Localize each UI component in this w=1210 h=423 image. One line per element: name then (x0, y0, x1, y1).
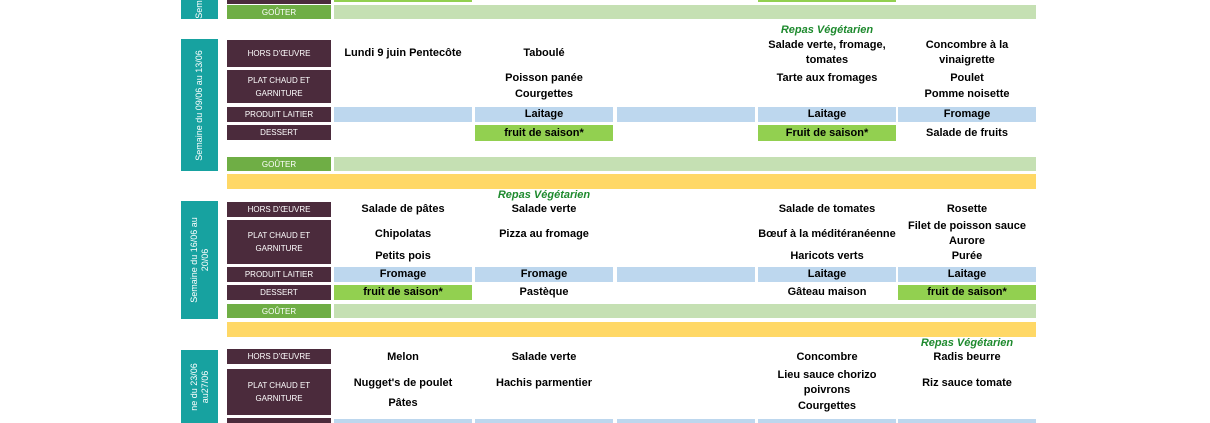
laitier-cell-partial (475, 419, 613, 423)
menu-cell: Courgettes (797, 400, 857, 412)
laitier-cell: Laitage (475, 107, 613, 122)
week-label-line2: au27/06 (199, 370, 210, 403)
vegetarian-marker: Repas Végétarien (497, 189, 591, 201)
gouter-label: GOÛTER (261, 7, 297, 17)
row-label-gouter: GOÛTER (227, 304, 331, 318)
laitier-cell: Laitage (898, 267, 1036, 282)
plat-label-line1: PLAT CHAUD ET (247, 75, 311, 85)
vegetarian-marker: Repas Végétarien (920, 337, 1014, 349)
vegetarian-marker: Repas Végétarien (780, 24, 874, 36)
plat-label-line1: PLAT CHAUD ET (247, 231, 311, 240)
menu-cell: Pâtes (388, 397, 418, 409)
row-label-produit-laitier: PRODUIT LAITIER (227, 267, 331, 282)
laitier-cell-partial (758, 419, 896, 423)
week-label-line2: 20/06 (199, 248, 210, 272)
row-label-produit-laitier: PRODUIT LAITIER (227, 107, 331, 122)
menu-cell: Salade de pâtes (361, 203, 445, 215)
week-label-line1: Semaine du 16/06 au (188, 217, 199, 303)
menu-cell: Rosette (946, 203, 988, 215)
menu-cell: Petits pois (375, 250, 431, 262)
row-label-gouter: GOÛTER (227, 5, 331, 19)
menu-cell: Concombre à la vinaigrette (925, 39, 1009, 66)
menu-cell: Hachis parmentier (496, 377, 592, 389)
week-label-text: Semaine du 09/06 au 13/06 (194, 49, 204, 161)
menu-cell: Radis beurre (933, 351, 1001, 363)
menu-cell: Bœuf à la méditéranéenne (758, 227, 896, 240)
week-label-text: Sem (193, 0, 204, 19)
laitier-cell: Fromage (334, 267, 472, 282)
gouter-band (334, 157, 1036, 171)
gouter-band (334, 5, 1036, 19)
dessert-cell: Gâteau maison (787, 286, 867, 298)
row-label-hors-doeuvre: HORS D'ŒUVRE (227, 40, 331, 67)
menu-cell: Purée (951, 250, 983, 262)
laitier-cell-partial (617, 419, 755, 423)
dessert-cell: fruit de saison* (334, 285, 472, 300)
dessert-cell: Pastèque (519, 286, 569, 298)
week-label: Semaine du 09/06 au 13/06 (181, 39, 218, 171)
plat-label-line2: GARNITURE (255, 394, 303, 403)
menu-cell: Pizza au fromage (499, 228, 589, 240)
menu-cell: Nugget's de poulet (353, 377, 453, 389)
menu-cell: Concombre (796, 351, 858, 363)
row-label-plat-chaud: PLAT CHAUD ET GARNITURE (227, 70, 331, 103)
menu-cell: Filet de poisson sauce Aurore (908, 220, 1026, 247)
plat-label-line2: GARNITURE (255, 244, 303, 253)
dessert-cell: Fruit de saison* (758, 125, 896, 141)
menu-cell: Salade verte (511, 351, 577, 363)
dessert-cell: fruit de saison* (475, 125, 613, 141)
laitier-cell (334, 107, 472, 122)
row-label-dessert: DESSERT (227, 125, 331, 140)
laitier-cell (617, 267, 755, 282)
menu-cell: Salade verte (511, 203, 577, 215)
row-label-plat-chaud: PLAT CHAUD ET GARNITURE (227, 220, 331, 264)
menu-cell: Poulet (950, 72, 984, 84)
menu-cell: Taboulé (523, 46, 565, 59)
partial-cell (758, 0, 896, 2)
laitier-cell: Fromage (898, 107, 1036, 122)
menu-cell: Pomme noisette (924, 88, 1010, 100)
partial-cell (334, 0, 472, 2)
menu-cell: Salade de tomates (778, 203, 876, 215)
row-label-produit-laitier-partial (227, 418, 331, 423)
laitier-cell: Laitage (758, 267, 896, 282)
plat-label-line1: PLAT CHAUD ET (247, 381, 311, 390)
separator-band (227, 174, 1036, 189)
laitier-cell-partial (898, 419, 1036, 423)
laitier-cell: Laitage (758, 107, 896, 122)
menu-cell: Tarte aux fromages (776, 72, 878, 84)
separator-band (227, 322, 1036, 337)
gouter-band (334, 304, 1036, 318)
menu-cell: Chipolatas (374, 228, 432, 240)
plat-label-line2: GARNITURE (255, 88, 303, 98)
laitier-cell-partial (334, 419, 472, 423)
row-label-plat-chaud: PLAT CHAUD ET GARNITURE (227, 369, 331, 415)
menu-cell: Melon (387, 351, 419, 363)
row-label-dessert-partial (227, 0, 331, 4)
week-label-line1: ne du 23/06 (188, 362, 199, 411)
menu-cell: Courgettes (514, 88, 574, 100)
row-label-hors-doeuvre: HORS D'ŒUVRE (227, 202, 331, 217)
dessert-cell: Salade de fruits (926, 126, 1008, 139)
menu-cell: Haricots verts (790, 250, 864, 262)
row-label-dessert: DESSERT (227, 285, 331, 300)
menu-cell: Lundi 9 juin Pentecôte (344, 46, 462, 59)
week-label: Sem (181, 0, 218, 19)
menu-cell: Poisson panée (505, 72, 583, 84)
menu-cell: Riz sauce tomate (922, 377, 1012, 389)
menu-cell: Salade verte, fromage, tomates (768, 39, 886, 66)
menu-cell: Lieu sauce chorizo poivrons (777, 369, 877, 396)
laitier-cell: Fromage (475, 267, 613, 282)
row-label-hors-doeuvre: HORS D'ŒUVRE (227, 349, 331, 364)
dessert-cell: fruit de saison* (898, 285, 1036, 300)
row-label-gouter: GOÛTER (227, 157, 331, 171)
laitier-cell (617, 107, 755, 122)
